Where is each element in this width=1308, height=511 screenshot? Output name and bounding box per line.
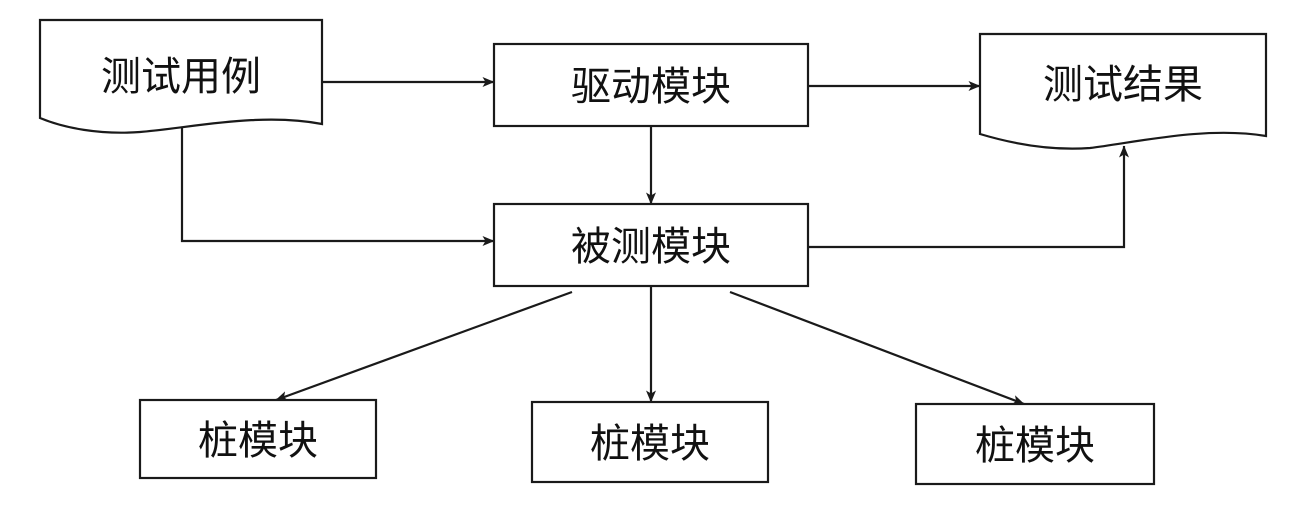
process-box [530,400,770,484]
document-shape [978,32,1268,150]
edge-module-under-test-to-stub-left [275,290,573,402]
process-box [914,402,1156,486]
node-test-cases: 测试用例 [38,18,324,134]
node-driver-label: 驱动模块 [571,64,731,110]
edge-test-cases-to-module-under-test [180,124,495,246]
node-driver: 驱动模块 [492,42,810,128]
node-stub-right: 桩模块 [914,402,1156,486]
node-stub-left-label: 桩模块 [198,418,318,464]
process-box [492,42,810,128]
node-stub-center-label: 桩模块 [590,421,710,467]
node-stub-left: 桩模块 [138,398,378,480]
node-results-label: 测试结果 [1043,62,1203,108]
node-test-cases-label: 测试用例 [101,54,261,100]
node-module-under-test: 被测模块 [492,202,810,288]
document-shape [38,18,324,134]
edge-module-under-test-to-stub-right [729,290,1025,406]
process-box [138,398,378,480]
node-stub-center: 桩模块 [530,400,770,484]
edges [180,77,1129,406]
edge-module-under-test-to-results [808,145,1129,249]
node-module-under-test-label: 被测模块 [571,224,731,270]
node-stub-right-label: 桩模块 [975,423,1095,469]
node-results: 测试结果 [978,32,1268,150]
process-box [492,202,810,288]
